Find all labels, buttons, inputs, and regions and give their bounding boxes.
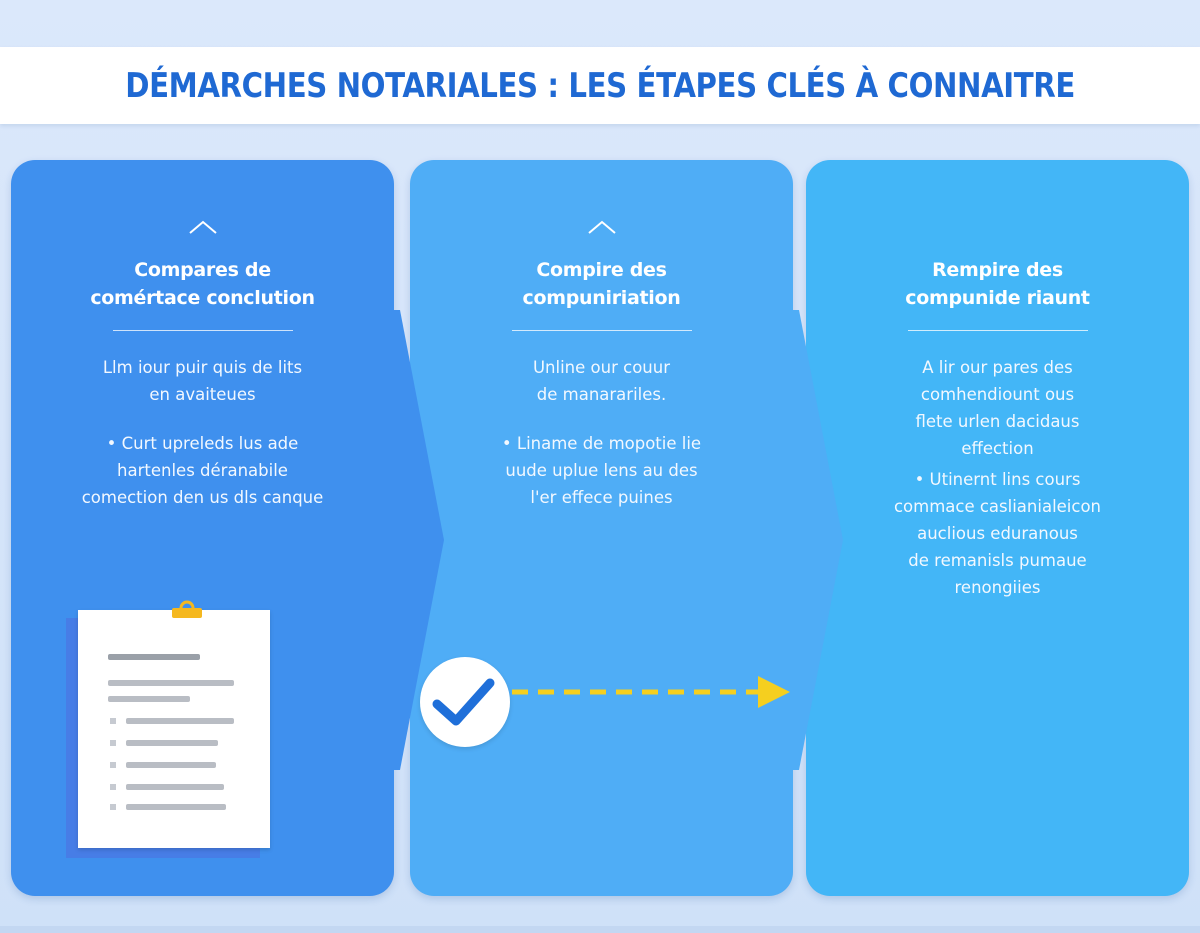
step-text-line: comection den us dls canque <box>81 488 324 507</box>
step-text-line: l'er effece puines <box>530 488 673 507</box>
dashed-arrow-right-icon <box>512 676 790 708</box>
step-body: A lir our pares des comhendiount ous fle… <box>806 354 1189 601</box>
step-text-line: • Curt upreleds lus ade <box>106 434 299 453</box>
step-bullet-paragraph: • Liname de mopotie lie uude uplue lens … <box>410 430 793 511</box>
step-card-3: Rempire des compunide riaunt A lir our p… <box>806 160 1189 896</box>
step-text-line: uude uplue lens au des <box>505 461 698 480</box>
step-text-line: flete urlen dacidaus <box>915 412 1080 431</box>
document-line <box>126 740 218 746</box>
document-bullet <box>110 784 116 790</box>
step-bullet-paragraph: • Utinernt lins cours commace caslianial… <box>806 466 1189 601</box>
step-text-line: en avaiteues <box>149 385 256 404</box>
check-badge <box>420 657 510 747</box>
step-heading-line: compunide riaunt <box>905 287 1090 309</box>
chevron-arrow-shape <box>390 310 444 770</box>
bottom-band <box>0 926 1200 933</box>
step-body: Unline our couur de manarariles. • Linam… <box>410 354 793 511</box>
step-paragraph: Unline our couur de manarariles. <box>410 354 793 408</box>
step-heading-line: compuniriation <box>522 287 681 309</box>
step-text-line: Unline our couur <box>532 358 670 377</box>
step-text-line: • Utinernt lins cours <box>914 470 1081 489</box>
step-heading: Compire des compuniriation <box>410 256 793 312</box>
step-text-line: renongiies <box>954 578 1041 597</box>
title-banner: DÉMARCHES NOTARIALES : LES ÉTAPES CLÉS À… <box>0 47 1200 124</box>
step-body: Llm iour puir quis de lits en avaiteues … <box>11 354 394 511</box>
step-text-line: auclious eduranous <box>917 524 1078 543</box>
document-line <box>126 762 216 768</box>
step-paragraph: A lir our pares des comhendiount ous fle… <box>806 354 1189 462</box>
step-heading-line: Rempire des <box>932 259 1063 281</box>
chevron-arrow-shape <box>789 310 843 770</box>
page-title: DÉMARCHES NOTARIALES : LES ÉTAPES CLÉS À… <box>125 65 1075 106</box>
heading-divider <box>907 330 1088 331</box>
step-text-line: de manarariles. <box>536 385 667 404</box>
step-text-line: comhendiount ous <box>920 385 1075 404</box>
step-heading: Rempire des compunide riaunt <box>806 256 1189 312</box>
step-text-line: Llm iour puir quis de lits <box>102 358 303 377</box>
chevron-up-icon <box>587 220 616 234</box>
step-text-line: hartenles déranabile <box>117 461 288 480</box>
document-bullet <box>110 718 116 724</box>
step-bullet-paragraph: • Curt upreleds lus ade hartenles dérana… <box>11 430 394 511</box>
clipboard-document-icon <box>66 600 276 860</box>
step-text-line: effection <box>961 439 1034 458</box>
document-bullet <box>110 740 116 746</box>
document-line <box>108 680 234 686</box>
step-heading-line: comértace conclution <box>90 287 315 309</box>
checkmark-icon <box>432 678 495 726</box>
step-text-line: A lir our pares des <box>922 358 1073 377</box>
step-heading-line: Compire des <box>536 259 667 281</box>
heading-divider <box>112 330 293 331</box>
clip-icon <box>172 600 202 618</box>
document-line <box>108 696 190 702</box>
document-line <box>126 804 226 810</box>
step-text-line: • Liname de mopotie lie <box>501 434 702 453</box>
step-heading-line: Compares de <box>134 259 271 281</box>
step-paragraph: Llm iour puir quis de lits en avaiteues <box>11 354 394 408</box>
document-line <box>108 654 200 660</box>
step-text-line: de remanisls pumaue <box>908 551 1087 570</box>
step-text-line: commace caslianialeicon <box>893 497 1102 516</box>
document-bullet <box>110 762 116 768</box>
step-heading: Compares de comértace conclution <box>11 256 394 312</box>
chevron-up-icon <box>188 220 217 234</box>
document-line <box>126 718 234 724</box>
document-line <box>126 784 224 790</box>
heading-divider <box>511 330 692 331</box>
step-card-1: Compares de comértace conclution Llm iou… <box>11 160 444 896</box>
document-paper <box>78 600 270 848</box>
document-bullet <box>110 804 116 810</box>
step-card-2: Compire des compuniriation Unline our co… <box>410 160 843 896</box>
